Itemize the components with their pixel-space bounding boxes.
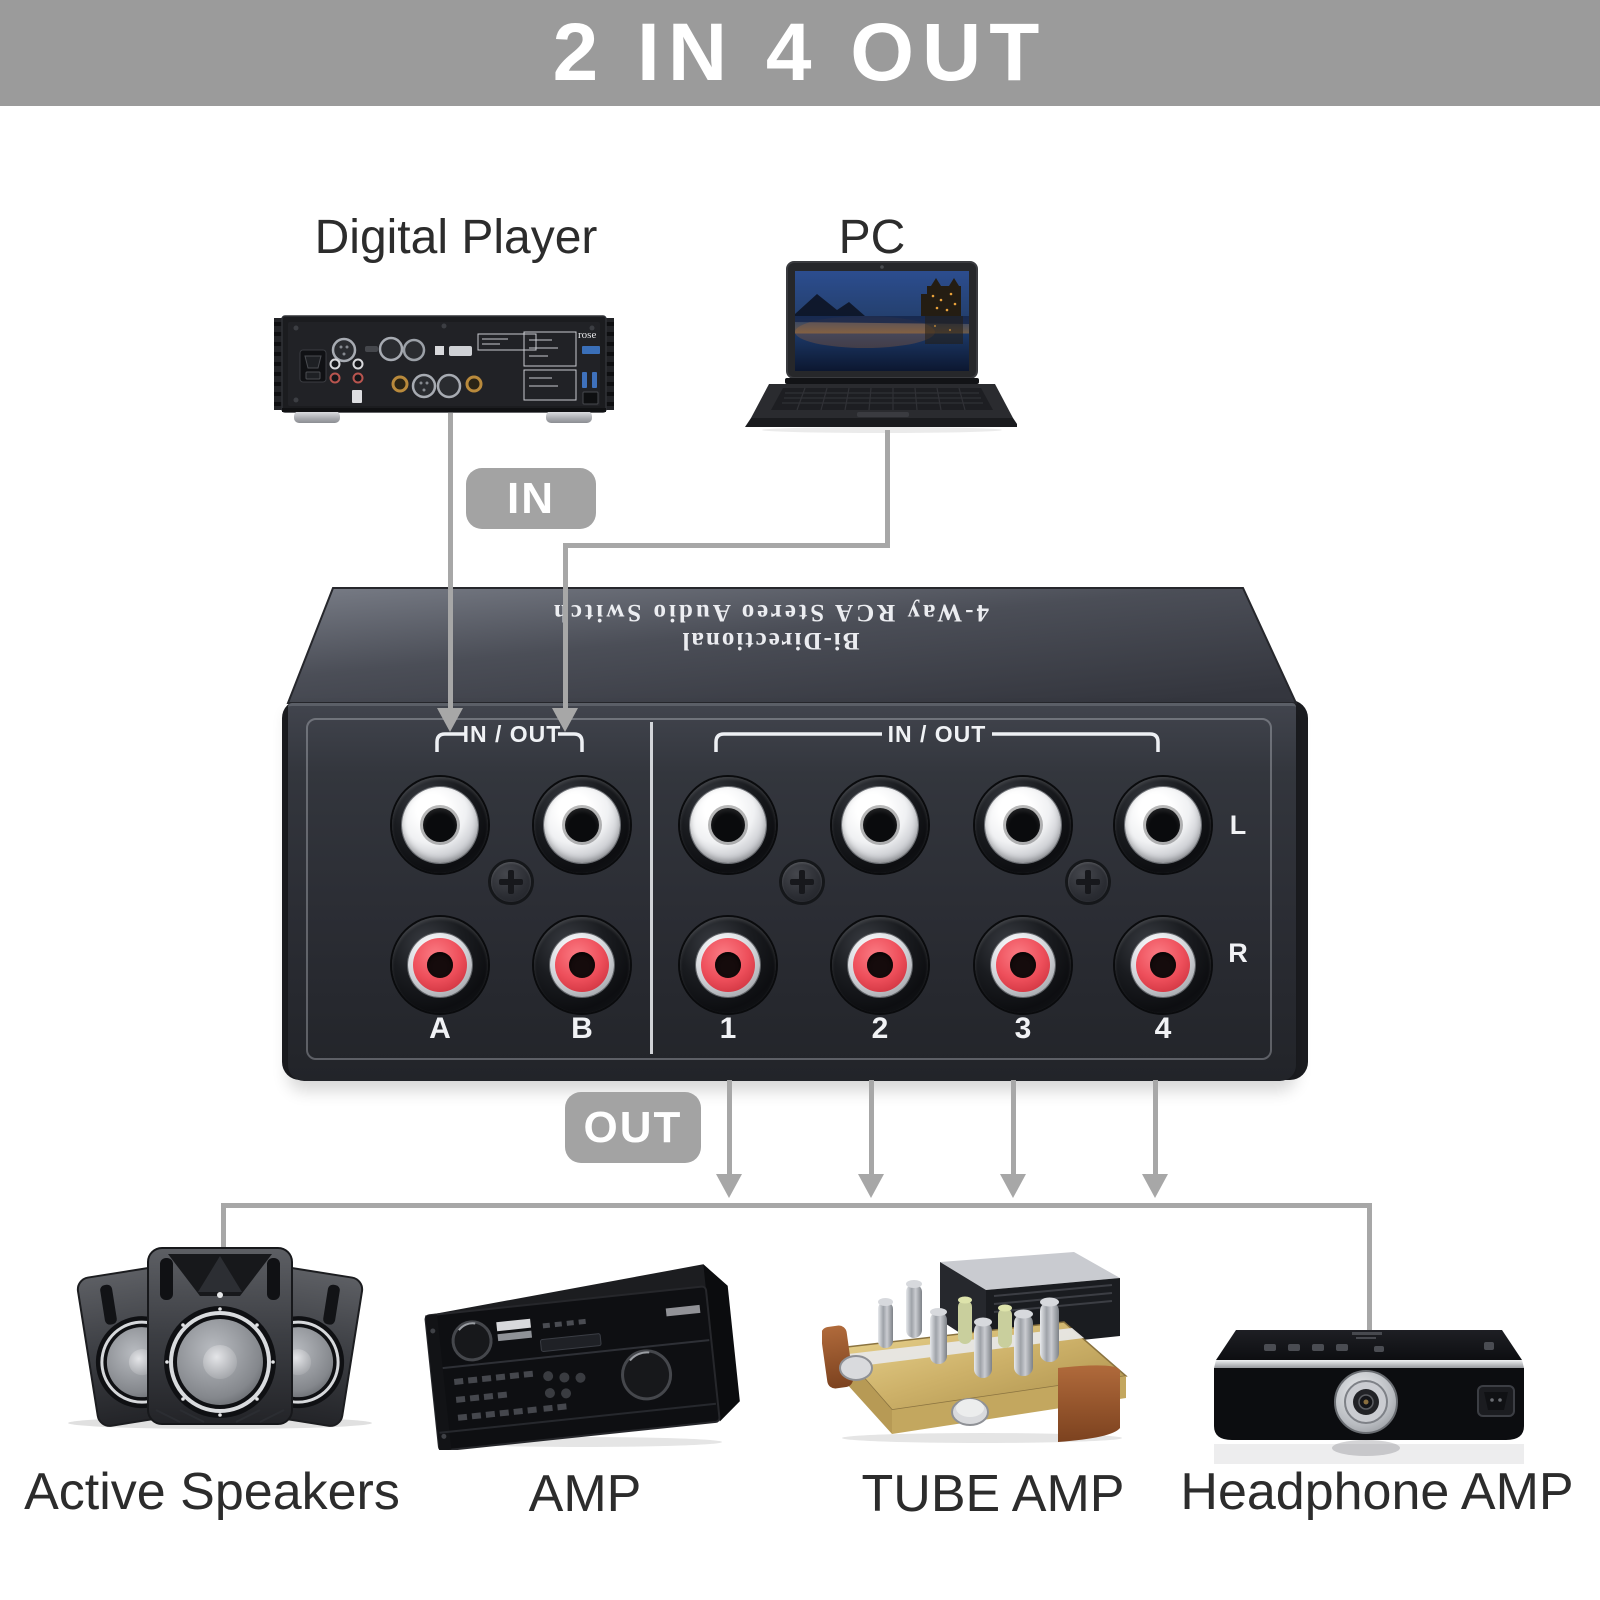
- rca-jack-white-2: [832, 777, 928, 873]
- rca-jack-red-4: [1115, 917, 1211, 1013]
- in-arrowhead-digital-player: [437, 708, 463, 732]
- tube-amp-image: [822, 1252, 1128, 1443]
- right-group-bracket: IN / OUT: [714, 721, 1160, 752]
- digital-player-image: rose: [274, 315, 614, 423]
- out-arrow-shaft-4: [1153, 1080, 1158, 1176]
- right-bracket-label: IN / OUT: [888, 721, 987, 747]
- switch-box-panel-outline: [306, 718, 1272, 1060]
- top-text-line1: Bi-Directional: [680, 627, 860, 654]
- out-arrowhead-3: [1000, 1174, 1026, 1198]
- out-arrowhead-2: [858, 1174, 884, 1198]
- top-text-line2: 4-Way RCA Stereo Audio Switch: [551, 599, 989, 626]
- out-arrow-shaft-1: [727, 1080, 732, 1176]
- banner-title: 2 IN 4 OUT: [552, 7, 1048, 98]
- switch-box-top-face: [286, 587, 1298, 704]
- headphone-amp-image: [1214, 1330, 1524, 1464]
- amp-image: [424, 1264, 740, 1450]
- rca-jack-white-1: [680, 777, 776, 873]
- pc-label: PC: [838, 211, 906, 264]
- active-speakers-label: Active Speakers: [24, 1463, 400, 1521]
- out-drop-speakers: [221, 1203, 226, 1248]
- rca-jack-white-3: [975, 777, 1071, 873]
- left-bracket-label: IN / OUT: [463, 721, 562, 747]
- port-label-2: 2: [871, 1012, 889, 1045]
- active-speakers-image: [68, 1247, 372, 1429]
- rca-jack-red-B: [534, 917, 630, 1013]
- tube-amp-label: TUBE AMP: [861, 1465, 1125, 1523]
- rca-jack-white-B: [534, 777, 630, 873]
- out-badge: OUT: [565, 1092, 701, 1163]
- in-line-pc-drop: [563, 543, 568, 708]
- port-label-B: B: [571, 1012, 593, 1045]
- out-arrow-shaft-3: [1011, 1080, 1016, 1176]
- banner: 2 IN 4 OUT: [0, 0, 1600, 106]
- rca-jack-red-3: [975, 917, 1071, 1013]
- in-arrow-shaft-digital-player: [448, 413, 453, 708]
- rca-jack-red-A: [392, 917, 488, 1013]
- out-rail: [221, 1203, 1372, 1208]
- port-label-A: A: [429, 1012, 451, 1045]
- rca-jack-red-1: [680, 917, 776, 1013]
- pc-laptop-image: [745, 261, 1017, 433]
- out-arrowhead-4: [1142, 1174, 1168, 1198]
- out-arrow-shaft-2: [869, 1080, 874, 1176]
- rca-jack-white-A: [392, 777, 488, 873]
- headphone-amp-label: Headphone AMP: [1180, 1463, 1574, 1521]
- digital-player-logo: rose: [578, 329, 596, 341]
- port-label-4: 4: [1154, 1012, 1172, 1045]
- in-line-pc-vertical: [885, 430, 890, 548]
- left-group-bracket: IN / OUT: [435, 721, 584, 752]
- in-badge: IN: [466, 468, 596, 529]
- in-arrowhead-pc: [552, 708, 578, 732]
- rca-jack-red-2: [832, 917, 928, 1013]
- amp-label: AMP: [528, 1465, 642, 1523]
- screw-icon: [1068, 862, 1108, 902]
- channel-label-R: R: [1228, 938, 1248, 968]
- digital-player-label: Digital Player: [314, 211, 598, 264]
- screw-icon: [782, 862, 822, 902]
- switch-box-top-text: Bi-Directional 4-Way RCA Stereo Audio Sw…: [420, 598, 1120, 654]
- section-divider-line: [650, 722, 653, 1054]
- screw-icon: [491, 862, 531, 902]
- out-arrowhead-1: [716, 1174, 742, 1198]
- out-drop-headphone-amp: [1367, 1203, 1372, 1343]
- channel-label-L: L: [1229, 810, 1247, 840]
- rca-jack-white-4: [1115, 777, 1211, 873]
- port-label-3: 3: [1014, 1012, 1032, 1045]
- port-label-1: 1: [719, 1012, 737, 1045]
- in-line-pc-horizontal: [566, 543, 890, 548]
